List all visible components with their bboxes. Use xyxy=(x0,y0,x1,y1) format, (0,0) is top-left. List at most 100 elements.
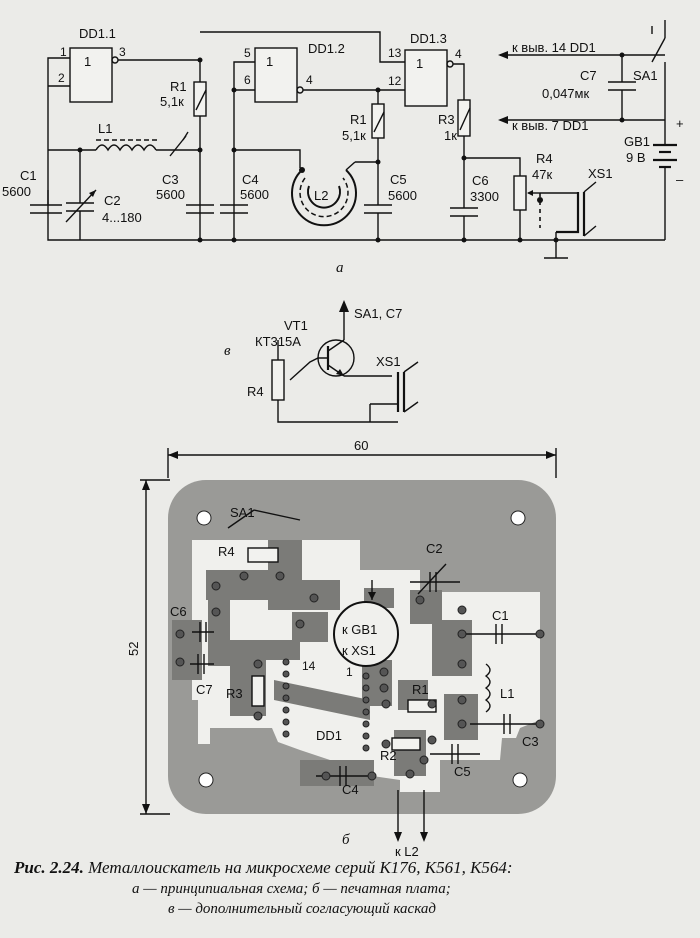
dd1-2-label: DD1.2 xyxy=(308,41,345,56)
c3-value: 5600 xyxy=(156,187,185,202)
pcb-dd1-label: DD1 xyxy=(316,728,342,743)
vt1-collector-label: SA1, C7 xyxy=(354,306,402,321)
c2-name: C2 xyxy=(104,193,121,208)
c6-name: C6 xyxy=(472,173,489,188)
vt1-label: VT1 xyxy=(284,318,308,333)
pin-6-label: 6 xyxy=(244,73,251,87)
pcb-c3-label: C3 xyxy=(522,734,539,749)
c2-value: 4...180 xyxy=(102,210,142,225)
r3-outline-pcb xyxy=(251,675,265,707)
r1-left-resistor xyxy=(193,81,207,117)
pcb-c4-label: C4 xyxy=(342,782,359,797)
dd1-1-label: DD1.1 xyxy=(79,26,116,41)
pin-4-label: 4 xyxy=(306,73,313,87)
r1-middle-resistor xyxy=(371,103,385,139)
r1-middle-name: R1 xyxy=(350,112,367,127)
dd1-3-gate xyxy=(404,49,448,107)
note-to-pin-7: к выв. 7 DD1 xyxy=(512,118,589,133)
subfigure-b-label: б xyxy=(342,832,350,848)
caption-title: Металлоискатель на микросхеме серий К176… xyxy=(88,858,513,877)
xs1-v-label: XS1 xyxy=(376,354,401,369)
r4-value: 47к xyxy=(532,167,552,182)
r4-potentiometer-v xyxy=(271,359,285,401)
mounting-hole-bottom-right xyxy=(512,772,528,788)
pin-1-label: 1 xyxy=(60,45,67,59)
pcb-sa1-label: SA1 xyxy=(230,505,255,520)
dd1-footprint xyxy=(282,658,370,752)
pcb-height-dimension: 52 xyxy=(126,642,141,656)
pcb-r1-label: R1 xyxy=(412,682,429,697)
c7-name: C7 xyxy=(580,68,597,83)
pin-2-label: 2 xyxy=(58,71,65,85)
subfigure-a-label: а xyxy=(336,260,344,276)
c1-name: C1 xyxy=(20,168,37,183)
r3-name: R3 xyxy=(438,112,455,127)
c6-value: 3300 xyxy=(470,189,499,204)
pcb-b: 60 52 xyxy=(126,438,557,859)
figure-caption: Рис. 2.24. Металлоискатель на микросхеме… xyxy=(14,858,694,918)
gb1-plus: + xyxy=(676,116,684,131)
pcb-pin-1-label: 1 xyxy=(346,665,353,679)
note-to-pin-14: к выв. 14 DD1 xyxy=(512,40,596,55)
c5-name: C5 xyxy=(390,172,407,187)
pcb-l1-label: L1 xyxy=(500,686,514,701)
pin-13-label: 13 xyxy=(388,46,402,60)
r2-outline-pcb xyxy=(391,737,421,751)
pcb-r3-label: R3 xyxy=(226,686,243,701)
gb1-xs1-connector-area xyxy=(333,601,399,667)
caption-line-3: в — дополнительный согласующий каскад xyxy=(168,901,436,917)
pcb-c1-label: C1 xyxy=(492,608,509,623)
pcb-gb1-label: к GB1 xyxy=(342,622,377,637)
r3-resistor xyxy=(457,99,471,137)
r4-potentiometer xyxy=(513,175,527,211)
pcb-c7-label: C7 xyxy=(196,682,213,697)
r1-middle-value: 5,1к xyxy=(342,128,366,143)
pin-3-label: 3 xyxy=(119,45,126,59)
dd1-2-symbol: 1 xyxy=(266,54,273,69)
r4-name: R4 xyxy=(536,151,553,166)
r4-v-label: R4 xyxy=(247,384,264,399)
pin-12-label: 12 xyxy=(388,74,402,88)
pcb-r2-label: R2 xyxy=(380,748,397,763)
pcb-width-dimension: 60 xyxy=(354,438,368,453)
dd1-1-symbol: 1 xyxy=(84,54,91,69)
c1-value: 5600 xyxy=(2,184,31,199)
dd1-2-gate xyxy=(254,47,298,103)
gb1-name: GB1 xyxy=(624,134,650,149)
c7-value: 0,047мк xyxy=(542,86,589,101)
pcb-to-l2-label: к L2 xyxy=(395,844,419,859)
gb1-value: 9 В xyxy=(626,150,646,165)
xs1-label: XS1 xyxy=(588,166,613,181)
pcb-pin-14-label: 14 xyxy=(302,659,316,673)
schematic-v: в VT1 КТ315А SA1, C7 R4 XS1 xyxy=(224,300,419,423)
pin-5-label: 5 xyxy=(244,46,251,60)
mounting-hole-bottom-left xyxy=(198,772,214,788)
sa1-label: SA1 xyxy=(633,68,658,83)
mounting-hole-top-right xyxy=(510,510,526,526)
c5-value: 5600 xyxy=(388,188,417,203)
r4-outline-pcb xyxy=(247,547,279,563)
pcb-xs1-label: к XS1 xyxy=(342,643,376,658)
c3-name: C3 xyxy=(162,172,179,187)
r3-value: 1к xyxy=(444,128,457,143)
pcb-c6-label: C6 xyxy=(170,604,187,619)
pcb-c2-label: C2 xyxy=(426,541,443,556)
pin-4b-label: 4 xyxy=(455,47,462,61)
dd1-3-symbol: 1 xyxy=(416,56,423,71)
pcb-c5-label: C5 xyxy=(454,764,471,779)
dd1-3-label: DD1.3 xyxy=(410,31,447,46)
mounting-hole-top-left xyxy=(196,510,212,526)
r1-left-value: 5,1к xyxy=(160,94,184,109)
caption-figure-number: Рис. 2.24. xyxy=(14,858,84,877)
subfigure-v-label: в xyxy=(224,343,231,359)
pcb-pads xyxy=(175,571,545,781)
l2-label: L2 xyxy=(314,188,328,203)
r1-left-name: R1 xyxy=(170,79,187,94)
pcb-r4-label: R4 xyxy=(218,544,235,559)
caption-line-2: а — принципиальная схема; б — печатная п… xyxy=(132,881,451,897)
schematic-a: DD1.1 1 1 2 3 R1 5,1к L1 C1 5600 xyxy=(2,20,684,276)
c4-name: C4 xyxy=(242,172,259,187)
gb1-minus: – xyxy=(676,172,684,187)
